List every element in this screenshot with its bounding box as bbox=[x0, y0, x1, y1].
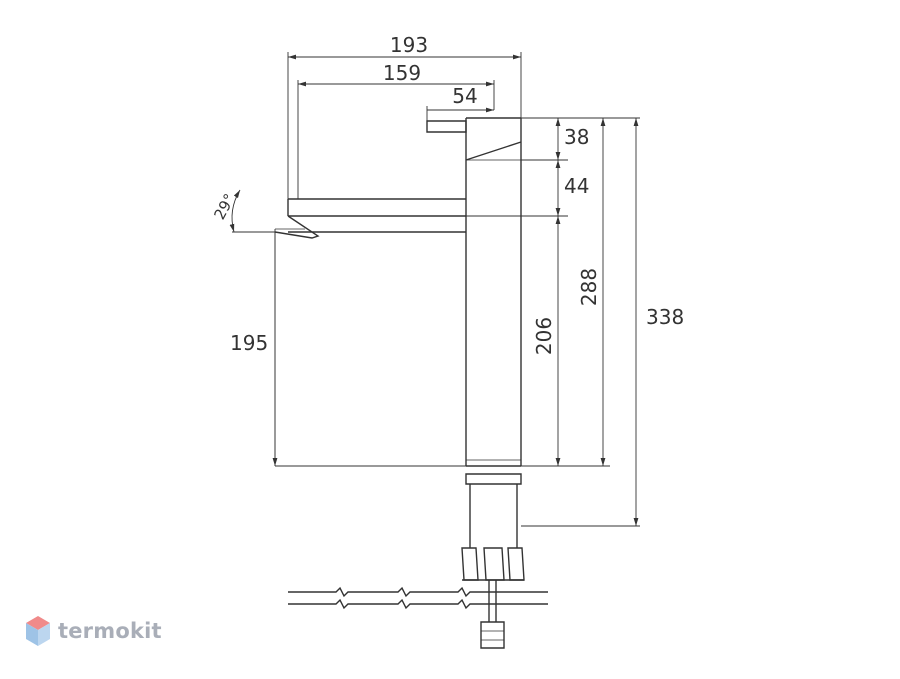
dim-spout-reach: 159 bbox=[383, 61, 421, 85]
handle-lever bbox=[426, 120, 467, 133]
dim-spout-offset: 44 bbox=[564, 174, 589, 198]
brand-name: termokit bbox=[58, 619, 162, 643]
dim-handle-length: 54 bbox=[452, 84, 477, 108]
dimension-lines bbox=[229, 54, 639, 526]
dim-spout-angle: 29° bbox=[210, 191, 238, 223]
dim-body-height: 206 bbox=[532, 317, 556, 355]
countertop bbox=[288, 586, 548, 610]
faucet-base bbox=[465, 473, 522, 548]
brand-watermark: termokit bbox=[24, 614, 162, 648]
dim-handle-height: 38 bbox=[564, 125, 589, 149]
faucet-body bbox=[465, 117, 522, 467]
dim-overall-width: 193 bbox=[390, 33, 428, 57]
dim-total-height: 338 bbox=[646, 305, 684, 329]
mounting-nut bbox=[461, 547, 525, 581]
spout bbox=[274, 198, 466, 239]
cube-logo-icon bbox=[26, 616, 50, 646]
dim-spout-height: 288 bbox=[577, 268, 601, 306]
dim-sink-clearance: 195 bbox=[230, 331, 268, 355]
supply-hose bbox=[480, 580, 505, 649]
